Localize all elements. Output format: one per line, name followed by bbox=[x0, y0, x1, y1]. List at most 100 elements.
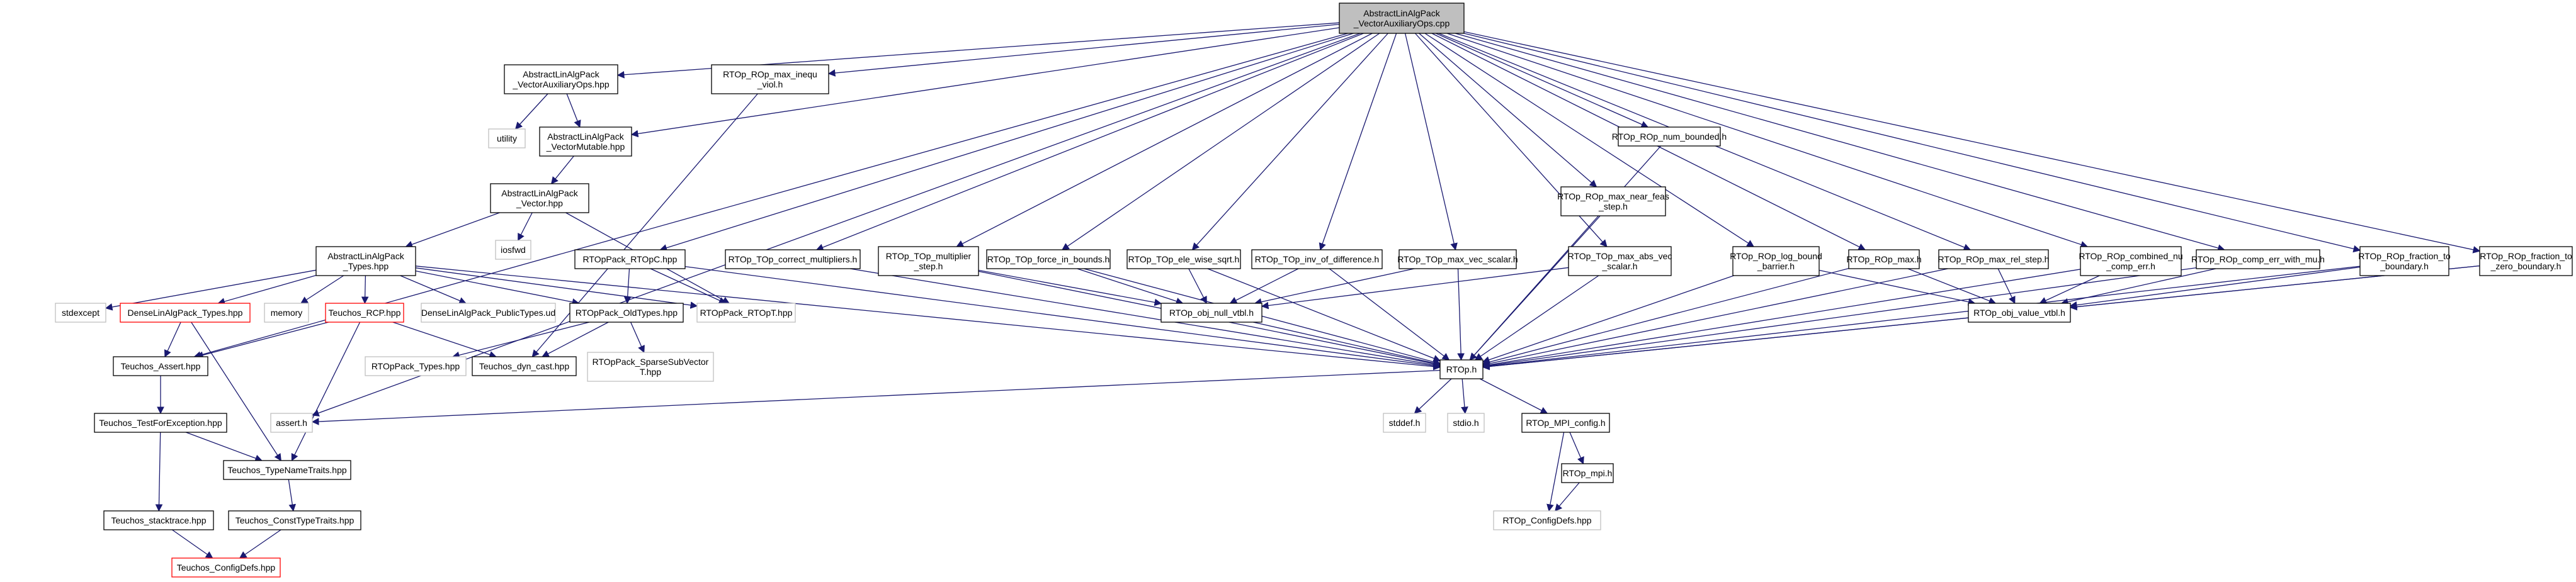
node-label-line: RTOpPack_RTOpT.hpp bbox=[700, 308, 793, 318]
node-box bbox=[325, 303, 404, 323]
node-mpiconfig[interactable]: RTOp_MPI_config.h bbox=[1521, 413, 1610, 433]
node-label-line: RTOp_ROp_max_rel_step.h bbox=[1938, 254, 2050, 264]
node-stddef: stddef.h bbox=[1383, 413, 1426, 433]
edge-root-to-maxnear bbox=[1419, 33, 1597, 187]
node-maxinequ[interactable]: RTOp_ROp_max_inequ_viol.h bbox=[711, 64, 829, 94]
node-combined[interactable]: RTOp_ROp_combined_nu_comp_err.h bbox=[2079, 246, 2183, 276]
edge-oldtypes-to-dyncast bbox=[542, 322, 609, 357]
edge-maxabs-to-nullvtbl bbox=[1261, 267, 1569, 310]
node-configdefs[interactable]: Teuchos_ConfigDefs.hpp bbox=[171, 557, 281, 578]
edge-path bbox=[1191, 33, 1388, 250]
node-mpih[interactable]: RTOp_mpi.h bbox=[1561, 463, 1614, 483]
edge-path bbox=[550, 155, 574, 184]
node-assert[interactable]: Teuchos_Assert.hpp bbox=[113, 356, 208, 376]
node-memory: memory bbox=[264, 303, 309, 323]
node-testexc[interactable]: Teuchos_TestForException.hpp bbox=[94, 413, 227, 433]
node-stdio: stdio.h bbox=[1447, 413, 1485, 433]
node-label-line: _VectorAuxiliaryOps.hpp bbox=[512, 79, 610, 89]
node-logbound[interactable]: RTOp_ROp_log_bound_barrier.h bbox=[1730, 246, 1822, 276]
node-nullvtbl[interactable]: RTOp_obj_null_vtbl.h bbox=[1160, 303, 1262, 323]
edge-path bbox=[1555, 482, 1580, 512]
node-label-line: RTOp_TOp_correct_multipliers.h bbox=[729, 254, 858, 264]
node-box bbox=[1521, 413, 1610, 433]
node-consttraits[interactable]: Teuchos_ConstTypeTraits.hpp bbox=[228, 510, 361, 530]
edge-tntraits-to-consttraits bbox=[288, 479, 297, 512]
node-box bbox=[223, 460, 351, 480]
edge-root-to-comperr bbox=[1455, 33, 2225, 252]
node-tntraits[interactable]: Teuchos_TypeNameTraits.hpp bbox=[223, 460, 351, 480]
edge-mpih-to-rtopconfig bbox=[1555, 482, 1580, 512]
node-box bbox=[986, 249, 1111, 269]
edge-path bbox=[2039, 275, 2100, 304]
node-box bbox=[2359, 246, 2449, 276]
node-multstep[interactable]: RTOp_TOp_multiplier_step.h bbox=[878, 246, 979, 276]
edge-maxvec-to-rtoph bbox=[1457, 268, 1465, 361]
node-fracbound[interactable]: RTOp_ROp_fraction_to_boundary.h bbox=[2358, 246, 2451, 276]
node-label-line: RTOp_ROp_log_bound bbox=[1730, 251, 1822, 261]
edge-logbound-to-valuevtbl bbox=[1819, 269, 1976, 306]
node-correct[interactable]: RTOp_TOp_correct_multipliers.h bbox=[725, 249, 861, 269]
edge-maxabs-to-rtoph bbox=[1474, 275, 1599, 361]
node-valuevtbl[interactable]: RTOp_obj_value_vtbl.h bbox=[1968, 303, 2071, 323]
node-label-line: RTOp_ROp_max_inequ bbox=[723, 69, 817, 79]
node-vaops[interactable]: AbstractLinAlgPack_VectorAuxiliaryOps.hp… bbox=[504, 64, 618, 94]
node-label-line: RTOp_obj_value_vtbl.h bbox=[1973, 308, 2065, 318]
node-box bbox=[1160, 303, 1262, 323]
node-forcein[interactable]: RTOp_TOp_force_in_bounds.h bbox=[986, 249, 1111, 269]
edge-rtopc-to-oldtypes bbox=[623, 268, 632, 305]
edge-path bbox=[531, 93, 758, 357]
node-oldtypes[interactable]: RTOpPack_OldTypes.hpp bbox=[569, 303, 684, 323]
node-box bbox=[113, 356, 208, 376]
edge-path bbox=[630, 322, 645, 354]
node-types[interactable]: AbstractLinAlgPack_Types.hpp bbox=[315, 246, 416, 276]
node-label-line: AbstractLinAlgPack bbox=[501, 188, 578, 198]
node-root[interactable]: AbstractLinAlgPack_VectorAuxiliaryOps.cp… bbox=[1339, 3, 1465, 34]
node-maxrel[interactable]: RTOp_ROp_max_rel_step.h bbox=[1938, 249, 2050, 269]
edge-path bbox=[1469, 145, 1662, 361]
node-stacktrace[interactable]: Teuchos_stacktrace.hpp bbox=[103, 510, 214, 530]
node-maxabs[interactable]: RTOp_TOp_max_abs_vec_scalar.h bbox=[1568, 246, 1672, 276]
edge-path bbox=[415, 267, 698, 309]
node-label-line: Teuchos_TypeNameTraits.hpp bbox=[227, 465, 347, 475]
node-dense[interactable]: DenseLinAlgPack_Types.hpp bbox=[120, 303, 251, 323]
edge-elesqrt-to-nullvtbl bbox=[1188, 268, 1207, 305]
node-box bbox=[270, 413, 313, 433]
node-rtoppacktypes: RTOpPack_Types.hpp bbox=[365, 356, 467, 376]
edge-path bbox=[1229, 268, 1299, 304]
edge-mpiconfig-to-rtopconfig bbox=[1546, 432, 1565, 512]
node-label-line: _boundary.h bbox=[2380, 261, 2429, 271]
edges-layer bbox=[105, 22, 2481, 559]
node-box bbox=[569, 303, 684, 323]
node-ropmax[interactable]: RTOp_ROp_max.h bbox=[1846, 249, 1922, 269]
edge-path bbox=[415, 270, 580, 306]
node-vec[interactable]: AbstractLinAlgPack_Vector.hpp bbox=[490, 183, 589, 213]
node-iosfwd: iosfwd bbox=[495, 240, 531, 260]
edge-path bbox=[650, 268, 727, 304]
edge-path bbox=[1404, 33, 1458, 251]
node-fraczero[interactable]: RTOp_ROp_fraction_to_zero_boundary.h bbox=[2479, 246, 2573, 276]
node-label-line: _Vector.hpp bbox=[516, 198, 563, 208]
node-label-line: RTOp_TOp_ele_wise_sqrt.h bbox=[1128, 254, 1240, 264]
node-box bbox=[1848, 249, 1920, 269]
edge-root-to-fracbound bbox=[1463, 33, 2361, 253]
node-box bbox=[1251, 249, 1383, 269]
edge-root-to-asserth bbox=[311, 33, 1361, 417]
node-box bbox=[120, 303, 251, 323]
node-numbounded[interactable]: RTOp_ROp_num_bounded.h bbox=[1612, 126, 1727, 147]
edge-rtoph-to-stddef bbox=[1414, 378, 1452, 414]
node-rtopt: RTOpPack_RTOpT.hpp bbox=[696, 303, 796, 323]
node-vmut[interactable]: AbstractLinAlgPack_VectorMutable.hpp bbox=[539, 126, 632, 157]
node-invdiff[interactable]: RTOp_TOp_inv_of_difference.h bbox=[1251, 249, 1383, 269]
edge-comperr-to-rtoph bbox=[1482, 267, 2197, 369]
node-rtoph[interactable]: RTOp.h bbox=[1439, 359, 1484, 379]
node-dyncast[interactable]: Teuchos_dyn_cast.hpp bbox=[472, 356, 577, 376]
edge-types-to-memory bbox=[300, 275, 344, 304]
node-maxvec[interactable]: RTOp_TOp_max_vec_scalar.h bbox=[1397, 249, 1518, 269]
node-maxnear[interactable]: RTOp_ROp_max_near_feas_step.h bbox=[1557, 186, 1669, 216]
node-elesqrt[interactable]: RTOp_TOp_ele_wise_sqrt.h bbox=[1126, 249, 1241, 269]
node-rcp[interactable]: Teuchos_RCP.hpp bbox=[325, 303, 404, 323]
node-label-line: stdio.h bbox=[1453, 418, 1478, 428]
node-comperr[interactable]: RTOp_ROp_comp_err_with_mu.h bbox=[2191, 249, 2325, 269]
edge-fracbound-to-rtoph bbox=[1482, 266, 2361, 370]
node-rtopc[interactable]: RTOpPack_RTOpC.hpp bbox=[574, 249, 686, 269]
